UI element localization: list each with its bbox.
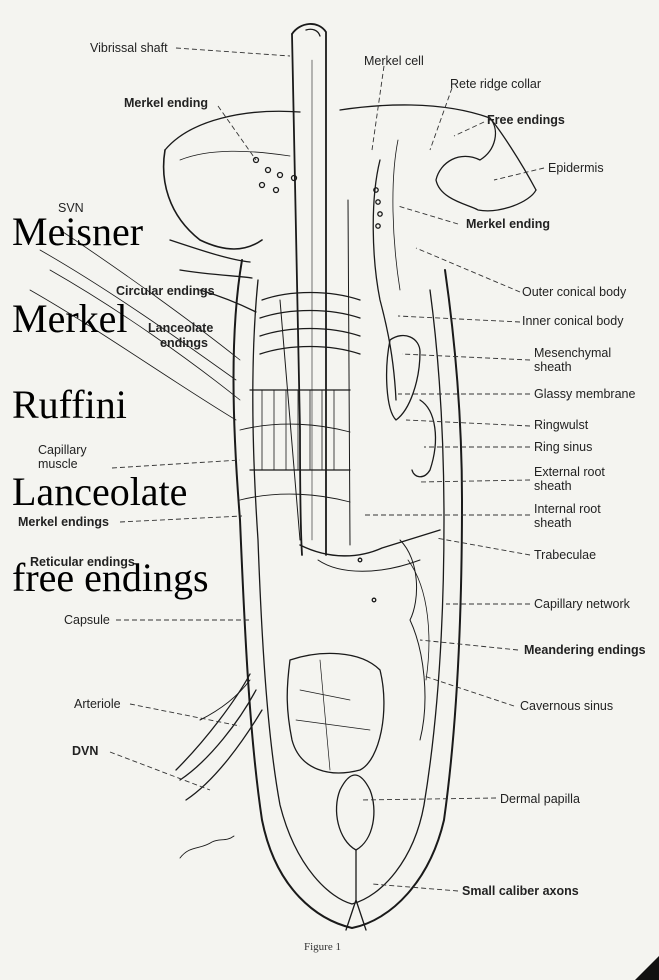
figure-caption: Figure 1 [304,941,341,953]
overlay-free-endings: free endings [12,556,209,600]
label-capillary-network: Capillary network [534,597,630,611]
label-meandering-endings: Meandering endings [524,643,646,657]
label-outer-conical-body: Outer conical body [522,285,626,299]
label-circular-endings: Circular endings [116,284,215,298]
page-corner [635,956,659,980]
label-inner-conical-body: Inner conical body [522,314,623,328]
overlay-lanceolate: Lanceolate [12,470,187,514]
label-small-caliber-axons: Small caliber axons [462,884,579,898]
label-trabeculae: Trabeculae [534,548,596,562]
label-external-root-sheath: External root [534,465,605,479]
label-external-root-sheath-line2: sheath [534,479,572,493]
label-capsule: Capsule [64,613,110,627]
label-epidermis: Epidermis [548,161,604,175]
label-glassy-membrane: Glassy membrane [534,387,635,401]
overlay-meisner: Meisner [12,210,143,254]
label-dvn: DVN [72,744,98,758]
overlay-merkel: Merkel [12,297,128,341]
label-capillary: Capillary [38,443,87,457]
label-merkel-ending-top: Merkel ending [124,96,208,110]
label-vibrissal-shaft: Vibrissal shaft [90,41,168,55]
label-internal-root-sheath: Internal root [534,502,601,516]
label-ringwulst: Ringwulst [534,418,588,432]
label-ring-sinus: Ring sinus [534,440,592,454]
label-dermal-papilla: Dermal papilla [500,792,580,806]
label-mesenchymal-sheath-line2: sheath [534,360,572,374]
label-free-endings: Free endings [487,113,565,127]
label-mesenchymal-sheath: Mesenchymal [534,346,611,360]
label-lanceolate-endings: Lanceolate [148,321,213,335]
label-merkel-cell: Merkel cell [364,54,424,68]
label-rete-ridge-collar: Rete ridge collar [450,77,541,91]
label-merkel-ending-right: Merkel ending [466,217,550,231]
label-lanceolate-endings-line2: endings [160,336,208,350]
label-cavernous-sinus: Cavernous sinus [520,699,613,713]
overlay-ruffini: Ruffini [12,383,127,427]
label-merkel-endings-left: Merkel endings [18,515,109,529]
label-internal-root-sheath-line2: sheath [534,516,572,530]
label-arteriole: Arteriole [74,697,121,711]
